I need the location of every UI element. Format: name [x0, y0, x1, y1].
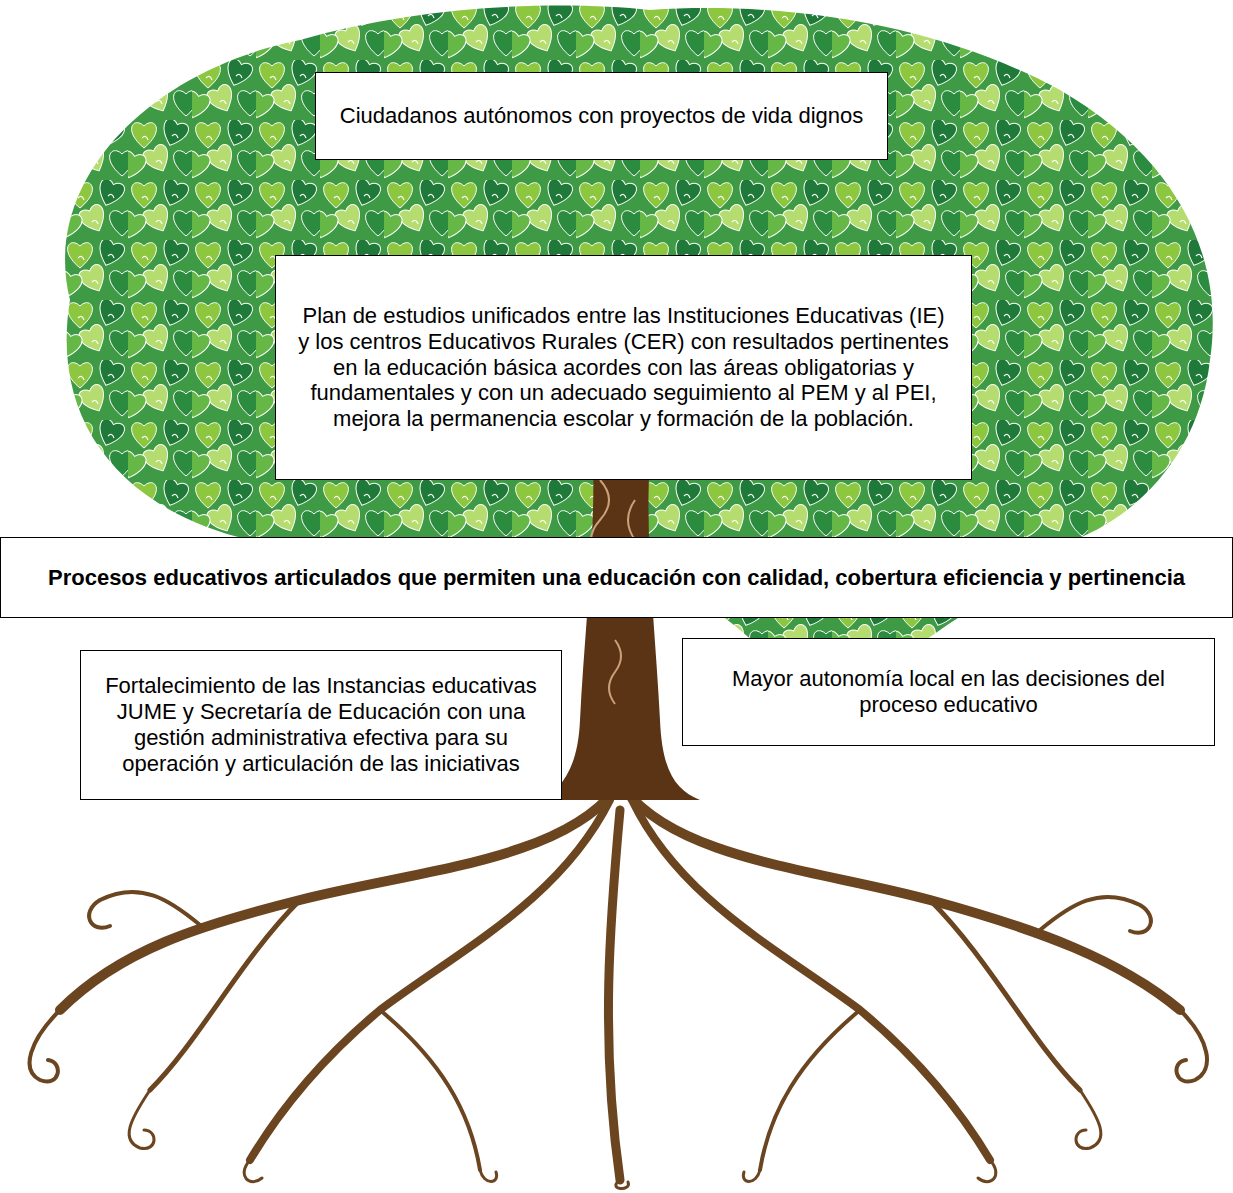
objective-box: Plan de estudios unificados entre las In…: [275, 255, 972, 480]
tree-roots: [30, 790, 1207, 1189]
cause-box: Fortalecimiento de las Instancias educat…: [80, 650, 562, 800]
box-text: Plan de estudios unificados entre las In…: [296, 303, 951, 433]
box-text: Fortalecimiento de las Instancias educat…: [101, 673, 541, 777]
box-text: Ciudadanos autónomos con proyectos de vi…: [340, 103, 863, 129]
goal-box: Ciudadanos autónomos con proyectos de vi…: [315, 72, 888, 160]
band-text: Procesos educativos articulados que perm…: [48, 565, 1185, 591]
cause-box: Mayor autonomía local en las decisiones …: [682, 638, 1215, 746]
central-band: Procesos educativos articulados que perm…: [0, 537, 1233, 618]
box-text: Mayor autonomía local en las decisiones …: [703, 666, 1194, 718]
